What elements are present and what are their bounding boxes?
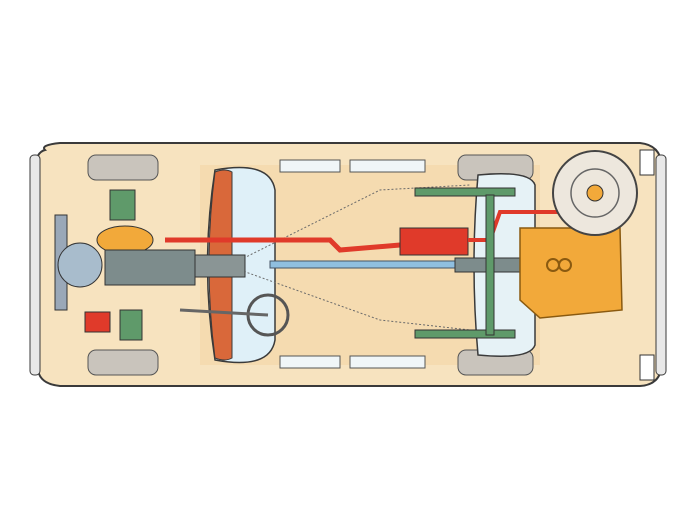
fuel-tank (519, 227, 623, 319)
gearbox (194, 254, 246, 278)
rear-spring-bottom (414, 329, 516, 339)
spare-wheel-rim (570, 168, 620, 218)
side-window-right-front (279, 355, 341, 369)
rear-spring-top (414, 187, 516, 197)
exhaust-pipe (165, 237, 401, 253)
front-left-tire (87, 154, 159, 181)
driveshaft (269, 260, 461, 269)
front-right-tire (87, 349, 159, 376)
front-bumper (29, 154, 41, 376)
tail-light-left (639, 149, 655, 176)
tailpipe (468, 210, 570, 242)
tail-light-right (639, 354, 655, 381)
steering-column (179, 308, 269, 317)
front-axle-component-top (109, 189, 136, 221)
rear-bumper (655, 154, 667, 376)
brake-cables (239, 184, 471, 331)
side-window-right-rear (349, 355, 426, 369)
fuel-tank-cap-2 (558, 258, 572, 272)
rear-axle-arm (485, 194, 495, 336)
battery (84, 311, 111, 333)
air-filter (57, 242, 103, 288)
spare-wheel-hub (586, 184, 604, 202)
muffler (399, 227, 469, 256)
side-window-left-rear (349, 159, 426, 173)
engine-block (104, 249, 196, 286)
side-window-left-front (279, 159, 341, 173)
front-axle-component-bottom (119, 309, 143, 341)
